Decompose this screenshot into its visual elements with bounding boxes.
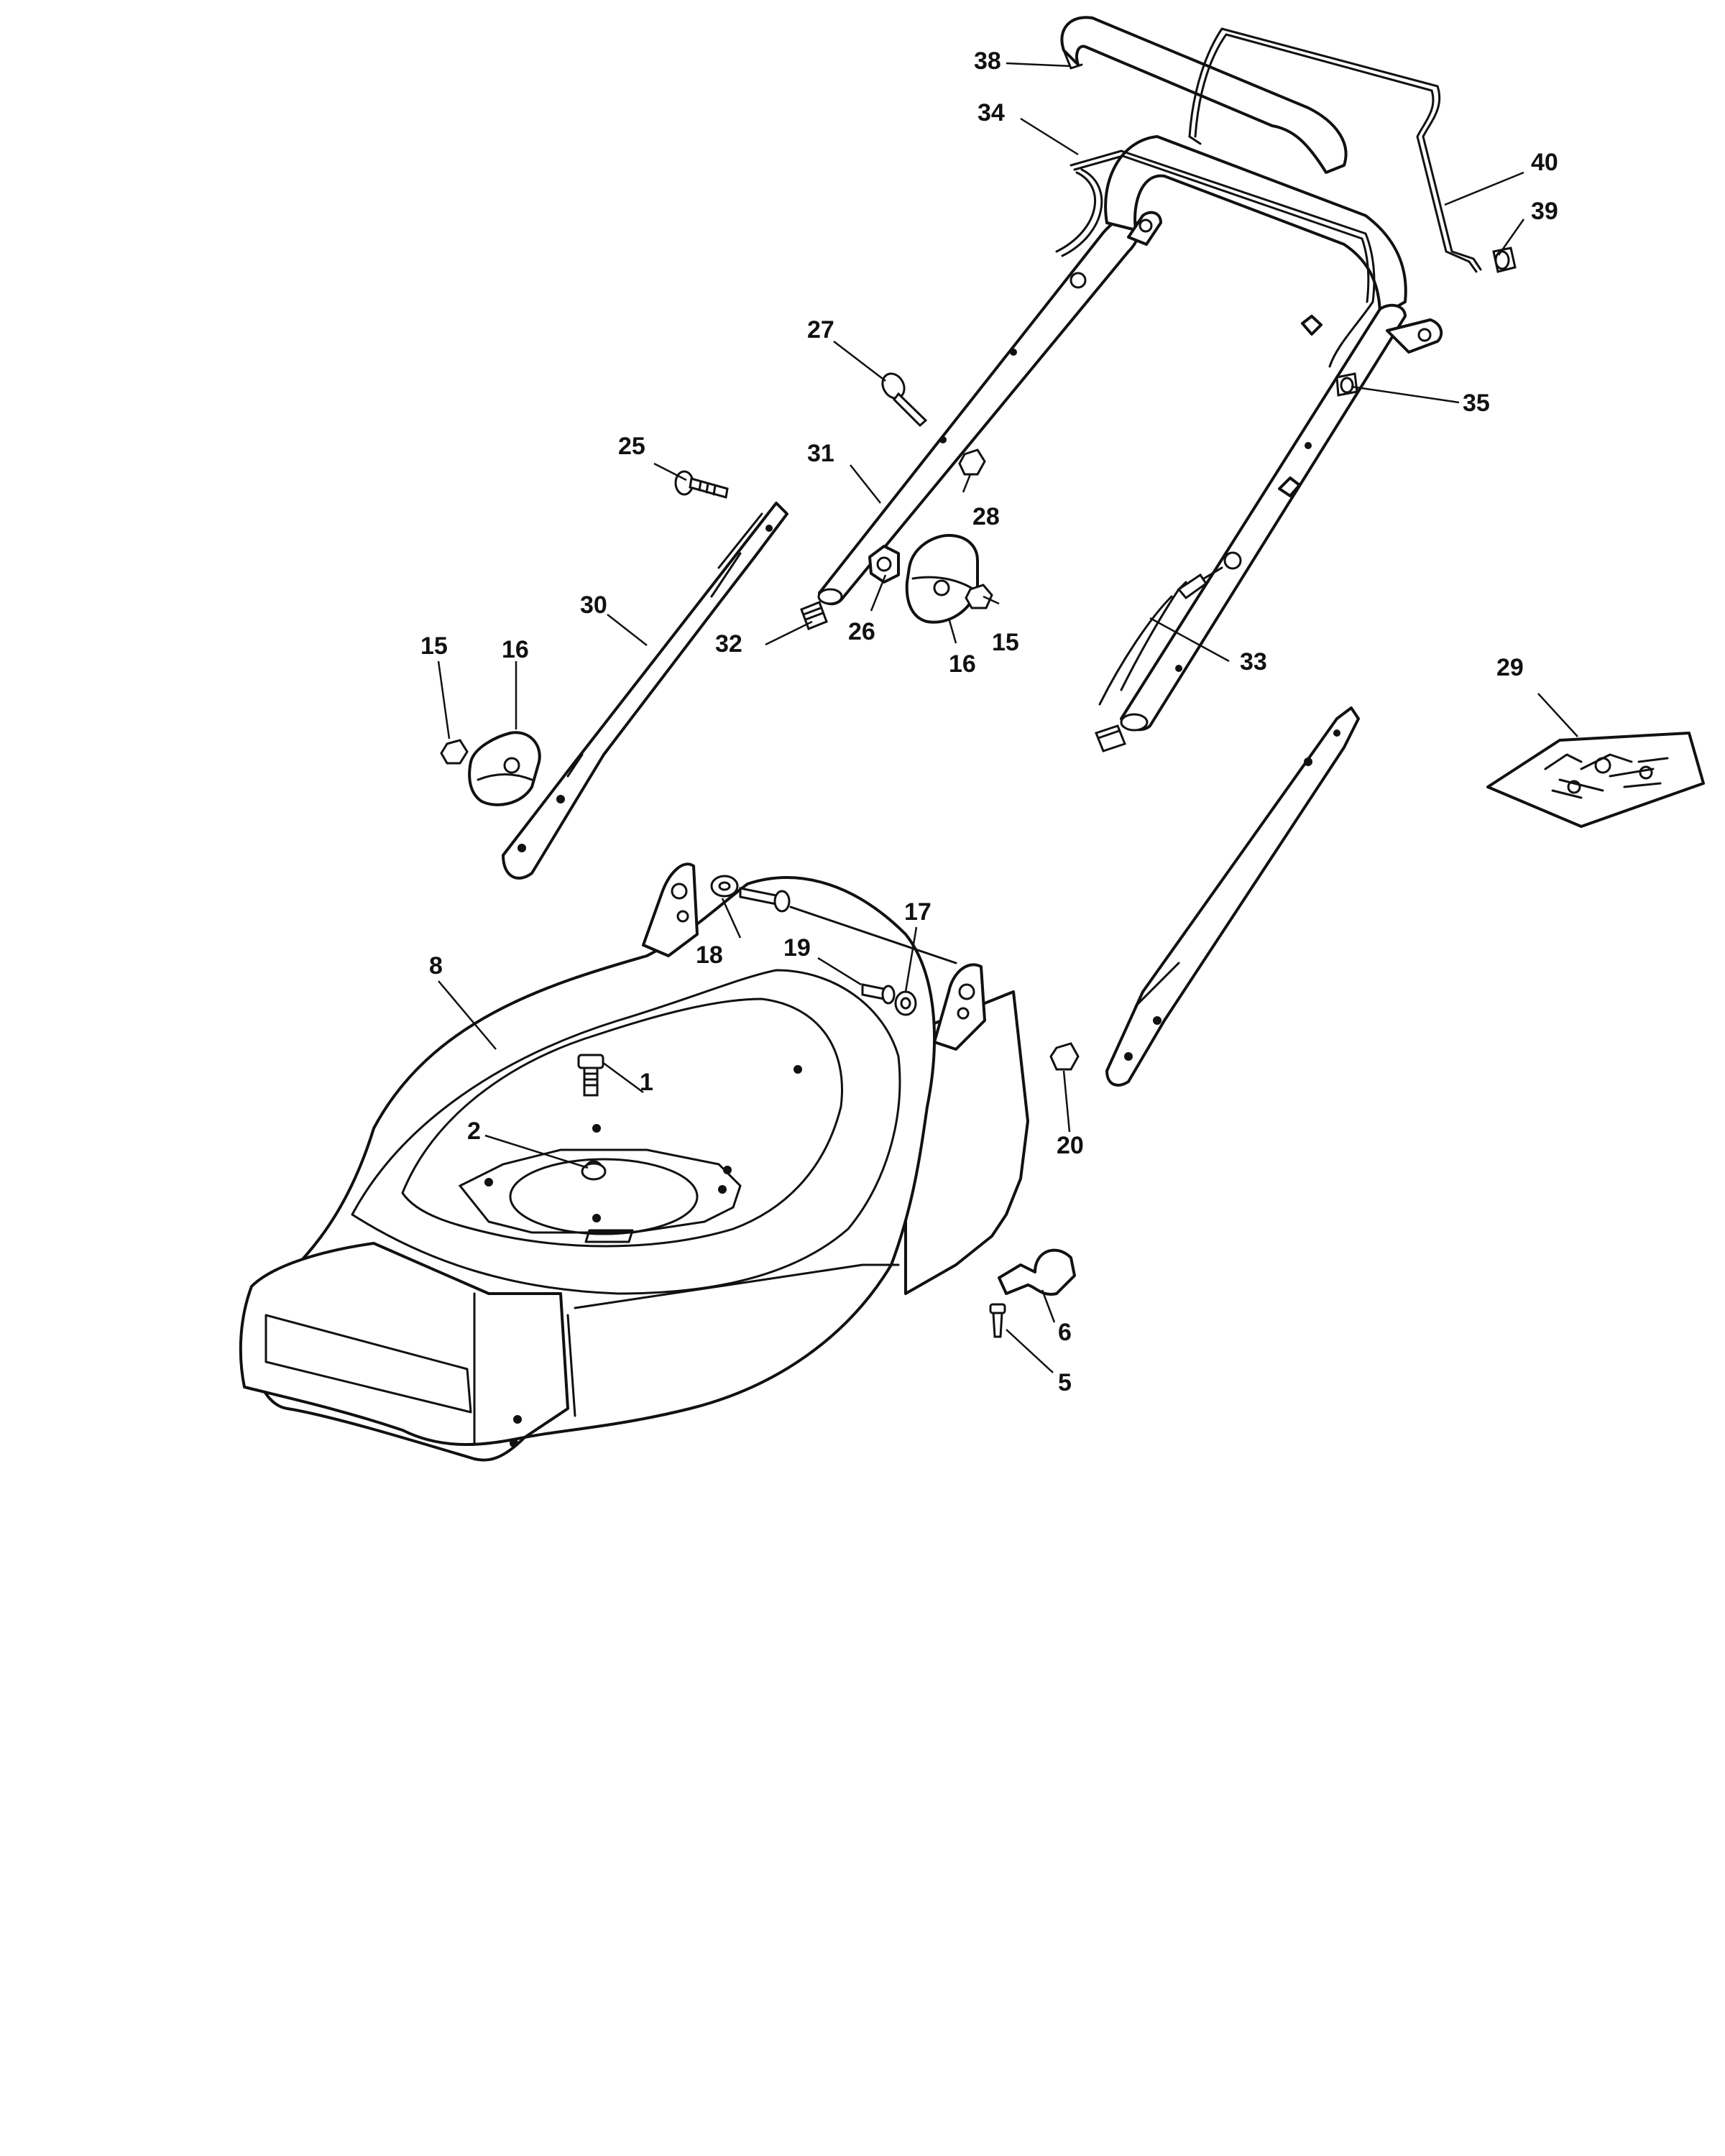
bolt-part-19 [861, 983, 896, 1005]
wire-rod-part-40 [1188, 27, 1482, 273]
nut-part-15-right [965, 584, 993, 609]
callout-33: 33 [1240, 648, 1267, 676]
callout-20: 20 [1057, 1132, 1084, 1159]
callout-30: 30 [580, 591, 607, 619]
callout-31: 31 [807, 440, 834, 467]
mower-deck [239, 862, 1029, 1462]
screw-part-5 [989, 1303, 1006, 1338]
callout-6: 6 [1058, 1319, 1072, 1346]
nut-part-28 [958, 448, 986, 476]
callout-19: 19 [783, 934, 811, 962]
callout-27: 27 [807, 316, 834, 344]
callout-28: 28 [972, 503, 1000, 530]
handle-cap-right [1095, 724, 1126, 752]
callout-1: 1 [640, 1069, 653, 1096]
callout-5: 5 [1058, 1369, 1072, 1396]
callout-34: 34 [978, 99, 1005, 126]
callout-38: 38 [974, 47, 1001, 75]
callout-39: 39 [1531, 198, 1558, 225]
callout-26: 26 [848, 618, 875, 645]
cable-part-33 [1098, 551, 1242, 706]
leader-lines [437, 62, 1578, 1373]
sleeve-part-39 [1492, 247, 1517, 273]
lower-handle-left-part-30 [502, 502, 788, 880]
control-bar-part-34 [1055, 149, 1376, 368]
knob-insert-part-26 [868, 545, 900, 584]
callout-labels: 38 34 40 39 35 27 31 28 25 30 32 26 16 1… [420, 47, 1558, 1396]
callout-40: 40 [1531, 149, 1558, 176]
callout-32: 32 [715, 630, 742, 658]
callout-35: 35 [1463, 390, 1490, 417]
hardware-bag-part-29 [1486, 732, 1705, 828]
callout-25: 25 [618, 433, 645, 460]
knob-part-16-right [905, 534, 979, 624]
bush-part-35 [1335, 372, 1358, 397]
upper-handle-part-31 [817, 135, 1443, 732]
callout-15-right: 15 [992, 629, 1019, 656]
knob-part-16-left [468, 731, 541, 806]
handle-cap-part-32 [800, 601, 828, 630]
callout-18: 18 [696, 941, 723, 969]
callout-17: 17 [904, 898, 932, 926]
nut-part-2 [581, 1162, 607, 1181]
callout-16-left: 16 [502, 636, 529, 663]
bolt-part-1 [577, 1054, 604, 1097]
bail-lever-part-38 [1060, 16, 1348, 174]
nut-part-20 [1049, 1042, 1080, 1071]
callout-15-left: 15 [420, 632, 448, 660]
nut-part-15-left [440, 739, 469, 765]
bolt-part-25 [674, 470, 729, 499]
callout-8: 8 [429, 952, 443, 980]
callout-2: 2 [467, 1118, 481, 1145]
callout-16-right: 16 [949, 650, 976, 678]
cable-clip-part-6 [998, 1248, 1076, 1296]
bolt-part-18 [710, 875, 791, 913]
eye-bolt-part-27 [881, 372, 928, 428]
washer-part-17 [894, 990, 917, 1016]
callout-29: 29 [1496, 654, 1524, 681]
lower-handle-right [1105, 706, 1360, 1087]
